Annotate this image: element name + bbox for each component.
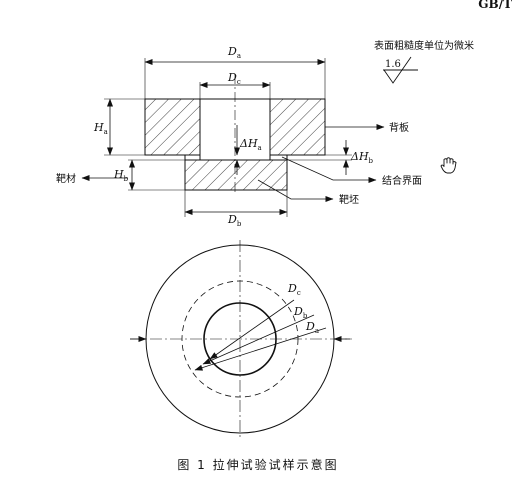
section-view: Da Dc Db Ha Hb ΔHa ΔHb 背板 靶材 结合界面 靶坯 bbox=[56, 45, 422, 228]
figure-caption: 图 1 拉伸试验试样示意图 bbox=[177, 458, 339, 472]
label-dha: ΔHa bbox=[239, 137, 262, 152]
roughness-note: 表面粗糙度单位为微米 1.6 bbox=[374, 39, 474, 84]
label-ha: Ha bbox=[93, 121, 108, 136]
callout-bond-interface-line bbox=[281, 156, 377, 183]
label-db: Db bbox=[227, 213, 242, 228]
callout-target-blank-line bbox=[257, 179, 334, 202]
target-blank bbox=[184, 159, 288, 191]
backing-plate-right bbox=[269, 98, 326, 156]
callout-bond-interface: 结合界面 bbox=[382, 174, 422, 187]
label-da: Da bbox=[227, 45, 241, 60]
backing-plate-left bbox=[144, 98, 201, 156]
callout-target-blank: 靶坯 bbox=[339, 193, 359, 206]
dim-plan-da-diag bbox=[194, 327, 327, 371]
dim-plan-db bbox=[202, 314, 315, 365]
hand-pointer-icon bbox=[440, 157, 457, 174]
dim-plan-dc bbox=[209, 299, 295, 360]
plan-label-dc: Dc bbox=[287, 282, 301, 297]
plan-label-db: Db bbox=[293, 305, 308, 320]
callout-backing-plate: 背板 bbox=[389, 121, 409, 134]
plan-view: Dc Db Da bbox=[130, 240, 352, 438]
plan-label-da: Da bbox=[305, 320, 319, 335]
standard-code: GB/T bbox=[478, 0, 512, 11]
roughness-value: 1.6 bbox=[385, 59, 401, 70]
roughness-symbol-icon bbox=[383, 56, 418, 84]
label-dhb: ΔHb bbox=[350, 150, 374, 165]
roughness-note-text: 表面粗糙度单位为微米 bbox=[374, 39, 474, 52]
label-hb: Hb bbox=[113, 168, 129, 183]
label-dc: Dc bbox=[227, 71, 241, 86]
callout-target: 靶材 bbox=[56, 172, 76, 185]
